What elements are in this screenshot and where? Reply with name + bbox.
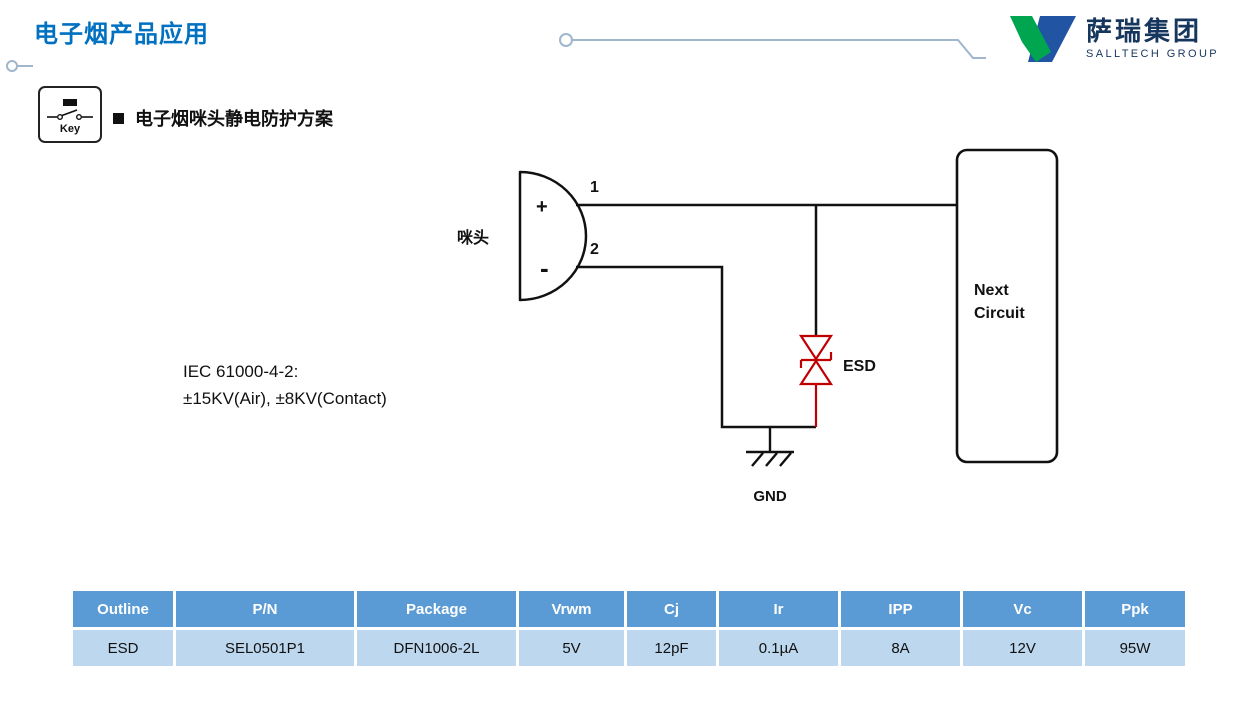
logo: 萨瑞集团 SALLTECH GROUP (1006, 12, 1219, 66)
iec-note-line1: IEC 61000-4-2: (183, 362, 299, 381)
pin1-label: 1 (590, 179, 599, 196)
gnd-label: GND (753, 488, 787, 505)
logo-company-name: 萨瑞集团 (1086, 16, 1203, 46)
cell-package: DFN1006-2L (354, 627, 519, 669)
spec-table: Outline P/N Package Vrwm Cj Ir IPP Vc Pp… (70, 588, 1188, 669)
logo-text: 萨瑞集团 SALLTECH GROUP (1086, 16, 1220, 61)
square-bullet-icon (113, 112, 124, 124)
cell-pn: SEL0501P1 (173, 627, 357, 669)
salltech-logo-icon (1010, 16, 1076, 62)
header-vc: Vc (960, 588, 1085, 630)
ground-symbol (746, 427, 794, 467)
key-badge: Key (38, 86, 102, 143)
cell-ppk: 95W (1082, 627, 1188, 669)
iec-note: IEC 61000-4-2: ±15KV(Air), ±8KV(Contact) (183, 358, 387, 412)
pin2-label: 2 (590, 241, 599, 258)
cell-vrwm: 5V (516, 627, 627, 669)
mic-plus-label: + (536, 196, 548, 218)
circuit-diagram: 咪头 + - 1 2 ESD GND Next Circuit (457, 148, 1059, 505)
header-cj: Cj (624, 588, 719, 630)
page-title: 电子烟产品应用 (34, 21, 209, 48)
logo-group-name: SALLTECH GROUP (1086, 48, 1220, 61)
wire-pin2-to-ground (576, 265, 816, 429)
mic-label: 咪头 (457, 229, 489, 247)
microphone-symbol (518, 170, 588, 302)
cell-vc: 12V (960, 627, 1085, 669)
cell-cj: 12pF (624, 627, 719, 669)
key-switch-icon (47, 98, 93, 120)
header-package: Package (354, 588, 519, 630)
header-vrwm: Vrwm (516, 588, 627, 630)
mic-minus-label: - (540, 253, 549, 283)
header-pn: P/N (173, 588, 357, 630)
esd-label: ESD (843, 358, 876, 375)
logo-green-shape (1010, 16, 1051, 62)
table-header-row: Outline P/N Package Vrwm Cj Ir IPP Vc Pp… (70, 588, 1188, 630)
header-outline: Outline (70, 588, 176, 630)
next-circuit-label-line1: Next (974, 282, 1009, 299)
next-circuit-box (955, 148, 1059, 464)
header-ppk: Ppk (1082, 588, 1188, 630)
next-circuit-label-line2: Circuit (974, 305, 1025, 322)
cell-ir: 0.1µA (716, 627, 841, 669)
cell-outline: ESD (70, 627, 176, 669)
header-ipp: IPP (838, 588, 963, 630)
esd-tvs-diode-symbol (798, 334, 834, 427)
header-ir: Ir (716, 588, 841, 630)
table-row: ESD SEL0501P1 DFN1006-2L 5V 12pF 0.1µA 8… (70, 627, 1188, 669)
iec-note-line2: ±15KV(Air), ±8KV(Contact) (183, 389, 387, 408)
section-heading-text: 电子烟咪头静电防护方案 (135, 109, 333, 129)
section-heading: 电子烟咪头静电防护方案 (113, 105, 333, 131)
cell-ipp: 8A (838, 627, 963, 669)
key-badge-label: Key (59, 122, 81, 135)
